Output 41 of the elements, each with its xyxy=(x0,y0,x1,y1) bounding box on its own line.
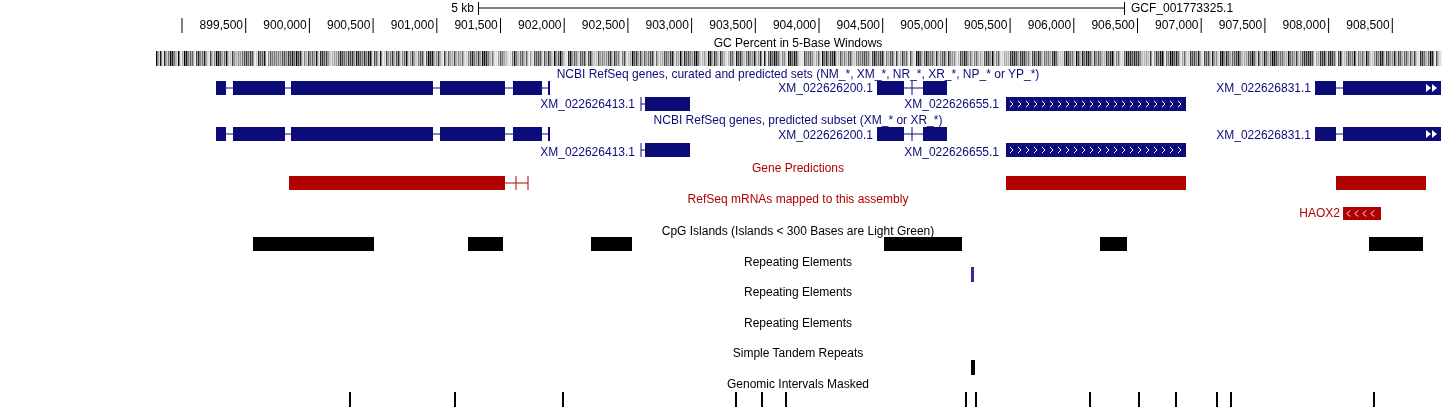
coordinate-label: 900,500 xyxy=(327,19,371,31)
gene-name: HAOX2 xyxy=(1299,207,1340,219)
track-title: Repeating Elements xyxy=(743,286,853,298)
coordinate-label: 905,000 xyxy=(900,19,944,31)
track-title: Repeating Elements xyxy=(743,256,853,268)
gene-name: XM_022626200.1 xyxy=(778,82,873,94)
scale-label: GCF_001773325.1 xyxy=(1131,2,1234,14)
track-title: NCBI RefSeq genes, curated and predicted sets (NM_*, XM_*, NR_*, XR_*, NP_* or YP_*) xyxy=(556,68,1040,80)
coordinate-label: 901,500 xyxy=(454,19,498,31)
gene-name: XM_022626831.1 xyxy=(1216,82,1311,94)
gene-name: XM_022626413.1 xyxy=(540,98,635,110)
track-title: Repeating Elements xyxy=(743,317,853,329)
coordinate-label: 902,000 xyxy=(518,19,562,31)
coordinate-label: 904,500 xyxy=(836,19,880,31)
gene-name: XM_022626655.1 xyxy=(904,146,999,158)
coordinate-label: 906,500 xyxy=(1091,19,1135,31)
track-title: Gene Predictions xyxy=(751,162,845,174)
coordinate-label: 901,000 xyxy=(390,19,435,31)
coordinate-label: 907,500 xyxy=(1218,19,1263,31)
coordinate-label: 904,000 xyxy=(772,19,817,31)
gene-name: XM_022626413.1 xyxy=(540,146,635,158)
gene-name: XM_022626655.1 xyxy=(904,98,999,110)
gene-name: XM_022626200.1 xyxy=(778,129,873,141)
track-title: GC Percent in 5-Base Windows xyxy=(713,37,883,49)
gene-name: XM_022626831.1 xyxy=(1216,129,1311,141)
coordinate-label: 900,000 xyxy=(263,19,307,31)
track-title: NCBI RefSeq genes, predicted subset (XM_* or XR_*) xyxy=(653,113,943,126)
coordinate-label: 908,500 xyxy=(1346,19,1390,31)
track-title: RefSeq mRNAs mapped to this assembly xyxy=(687,193,909,205)
coordinate-label: 903,000 xyxy=(645,19,689,31)
track-title: Genomic Intervals Masked xyxy=(726,378,870,390)
coordinate-label: 902,500 xyxy=(581,19,626,31)
coordinate-label: 903,500 xyxy=(709,19,753,31)
track-title: Simple Tandem Repeats xyxy=(732,347,864,359)
coordinate-label: 906,000 xyxy=(1027,19,1072,31)
coordinate-label: 907,000 xyxy=(1155,19,1199,31)
coordinate-label: 905,500 xyxy=(964,19,1008,31)
coordinate-label: 908,000 xyxy=(1282,19,1326,31)
coordinate-label: 899,500 xyxy=(199,19,243,31)
track-title: CpG Islands (Islands < 300 Bases are Light Green) xyxy=(661,225,935,237)
scale-label: 5 kb xyxy=(451,2,474,14)
